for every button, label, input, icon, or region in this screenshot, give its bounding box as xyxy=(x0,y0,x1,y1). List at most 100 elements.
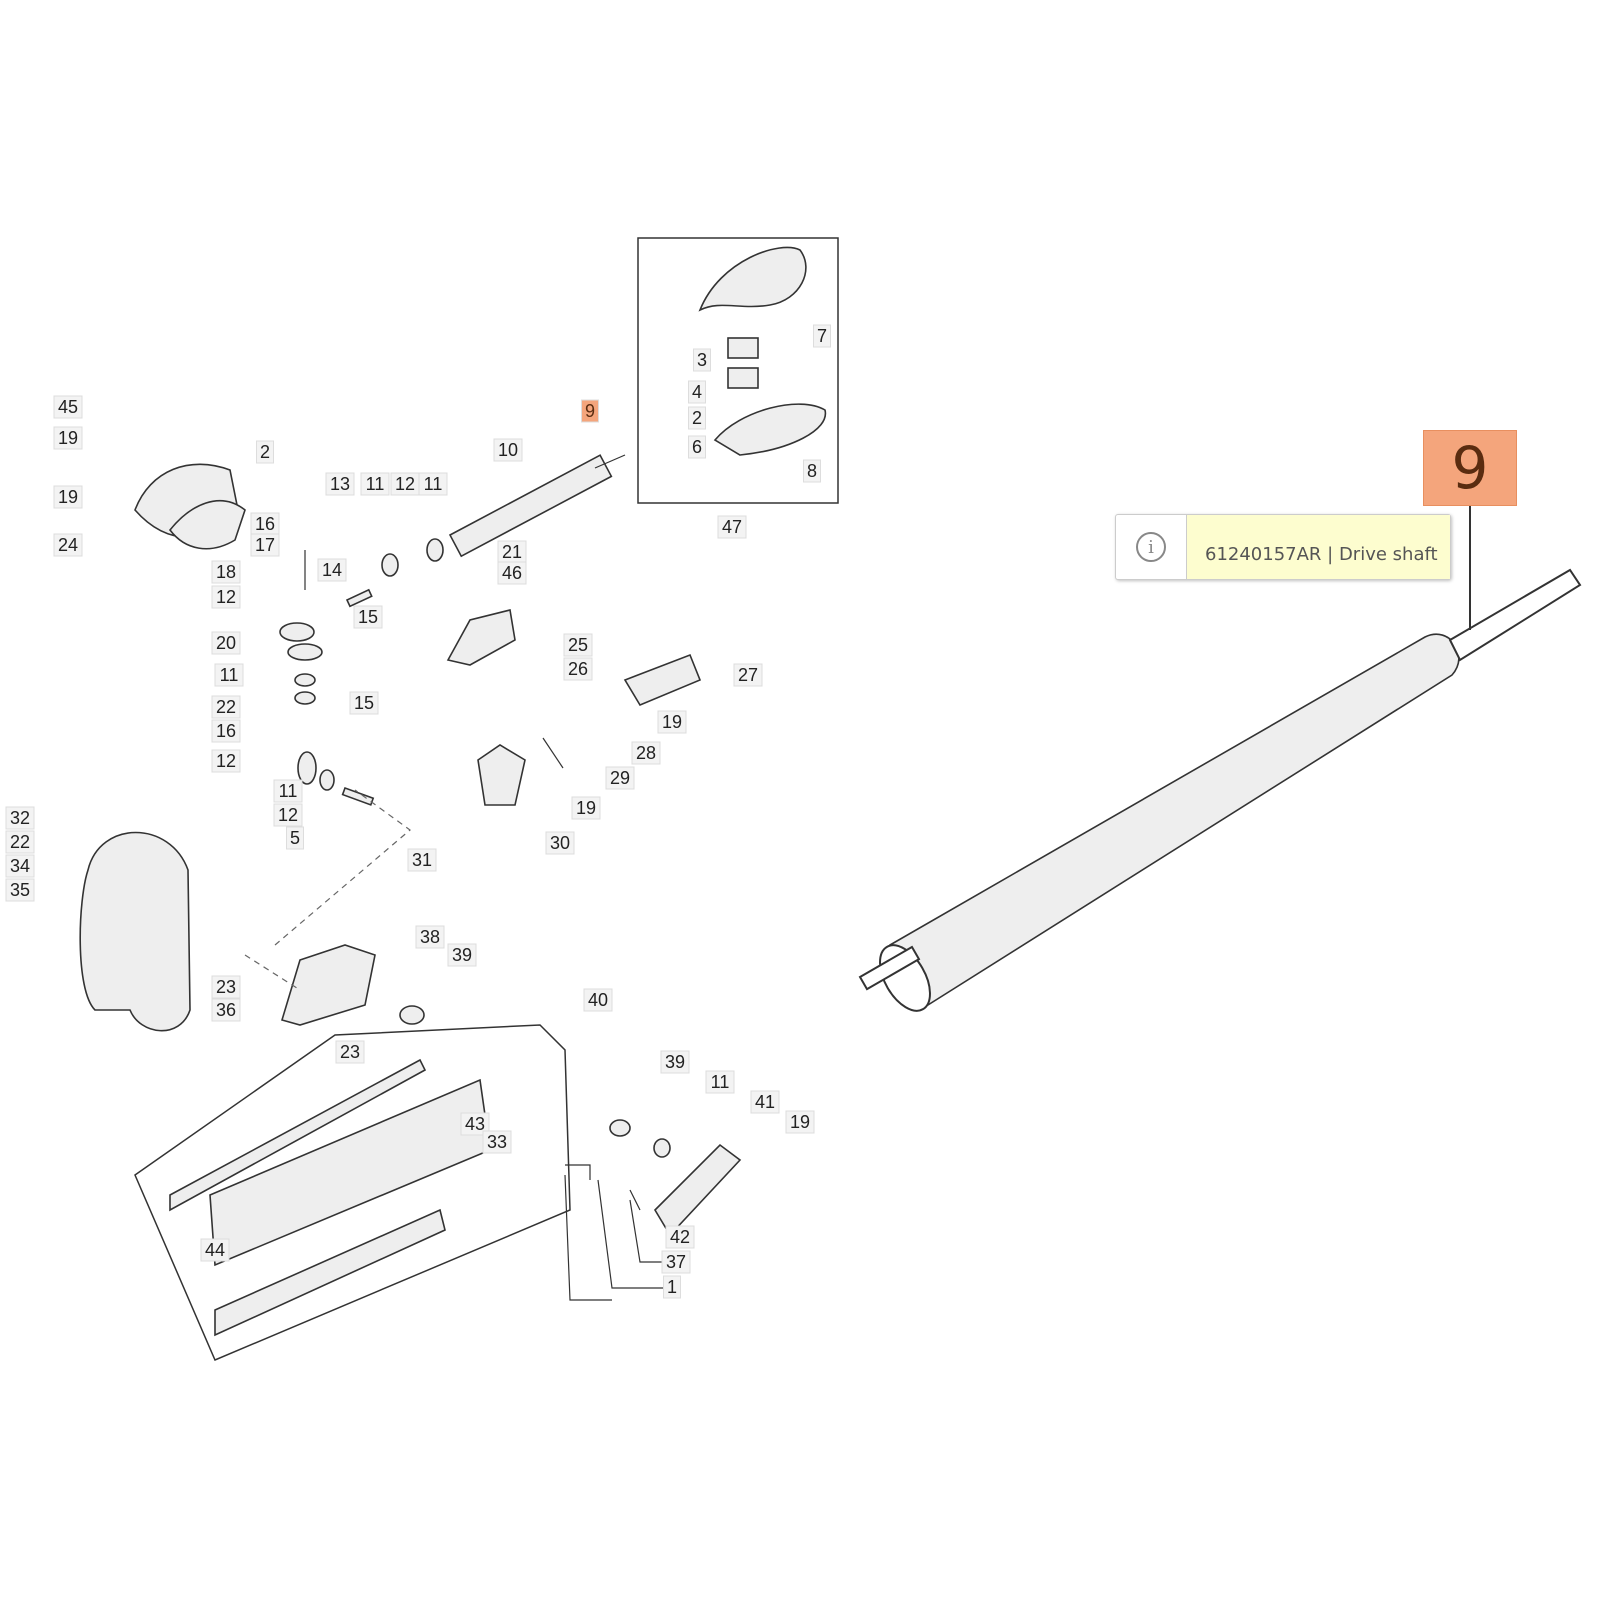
callout-11[interactable]: 11 xyxy=(418,472,448,496)
callout-number: 38 xyxy=(420,927,440,947)
callout-background xyxy=(317,558,347,582)
callout-16[interactable]: 16 xyxy=(211,719,241,743)
callout-number: 18 xyxy=(216,562,236,582)
callout-16[interactable]: 16 xyxy=(250,512,280,536)
callout-background xyxy=(53,395,83,419)
callout-11[interactable]: 11 xyxy=(273,779,303,803)
callout-13[interactable]: 13 xyxy=(325,472,355,496)
callout-39[interactable]: 39 xyxy=(447,943,477,967)
callout-number: 39 xyxy=(452,945,472,965)
callout-background xyxy=(335,1040,365,1064)
assembly-guide xyxy=(244,789,411,991)
tooltip-text: 61240157AR | Drive shaft xyxy=(1187,515,1450,579)
callout-39[interactable]: 39 xyxy=(660,1050,690,1074)
callout-number: 19 xyxy=(662,712,682,732)
callout-25[interactable]: 25 xyxy=(563,633,593,657)
callout-43[interactable]: 43 xyxy=(460,1112,490,1136)
callout-5[interactable]: 5 xyxy=(286,826,304,850)
callout-33[interactable]: 33 xyxy=(482,1130,512,1154)
callout-background xyxy=(211,560,241,584)
part-tooltip: i 61240157AR | Drive shaft xyxy=(1115,514,1451,580)
callout-46[interactable]: 46 xyxy=(497,561,527,585)
engine-bracket-part xyxy=(477,744,526,806)
callout-19[interactable]: 19 xyxy=(657,710,687,734)
callout-15[interactable]: 15 xyxy=(349,691,379,715)
callout-11[interactable]: 11 xyxy=(705,1070,735,1094)
callout-background xyxy=(482,1130,512,1154)
callout-12[interactable]: 12 xyxy=(211,749,241,773)
bearing-part xyxy=(294,691,316,705)
callout-11[interactable]: 11 xyxy=(214,663,244,687)
callout-number: 44 xyxy=(205,1240,225,1260)
callout-17[interactable]: 17 xyxy=(250,533,280,557)
callout-29[interactable]: 29 xyxy=(605,766,635,790)
callout-32[interactable]: 32 xyxy=(5,806,35,830)
callout-21[interactable]: 21 xyxy=(497,540,527,564)
callout-background xyxy=(447,943,477,967)
callout-45[interactable]: 45 xyxy=(53,395,83,419)
callout-number: 1 xyxy=(667,1277,677,1297)
switch-part xyxy=(727,367,759,389)
callout-15[interactable]: 15 xyxy=(353,605,383,629)
callout-37[interactable]: 37 xyxy=(661,1250,691,1274)
callout-background xyxy=(273,803,303,827)
callout-10[interactable]: 10 xyxy=(493,438,523,462)
gear-part xyxy=(297,751,317,785)
callout-background xyxy=(631,741,661,765)
callout-30[interactable]: 30 xyxy=(545,831,575,855)
callout-47[interactable]: 47 xyxy=(717,515,747,539)
callout-42[interactable]: 42 xyxy=(665,1225,695,1249)
selected-part-badge[interactable]: 9 xyxy=(1423,430,1517,506)
callout-4[interactable]: 4 xyxy=(688,380,706,404)
callout-22[interactable]: 22 xyxy=(211,695,241,719)
callout-number: 19 xyxy=(58,487,78,507)
callout-number: 19 xyxy=(576,798,596,818)
callout-1[interactable]: 1 xyxy=(663,1275,681,1299)
callout-number: 9 xyxy=(585,401,595,421)
callout-23[interactable]: 23 xyxy=(335,1040,365,1064)
callout-22[interactable]: 22 xyxy=(5,830,35,854)
callout-14[interactable]: 14 xyxy=(317,558,347,582)
callout-26[interactable]: 26 xyxy=(563,657,593,681)
callout-3[interactable]: 3 xyxy=(693,348,711,372)
spring-part xyxy=(542,737,564,769)
callout-18[interactable]: 18 xyxy=(211,560,241,584)
callout-background xyxy=(5,806,35,830)
callout-2[interactable]: 2 xyxy=(688,406,706,430)
callout-number: 12 xyxy=(395,474,415,494)
callout-19[interactable]: 19 xyxy=(53,485,83,509)
callout-28[interactable]: 28 xyxy=(631,741,661,765)
callout-34[interactable]: 34 xyxy=(5,854,35,878)
callout-38[interactable]: 38 xyxy=(415,925,445,949)
callout-23[interactable]: 23 xyxy=(211,975,241,999)
callout-background xyxy=(200,1238,230,1262)
callout-19[interactable]: 19 xyxy=(53,426,83,450)
callout-19[interactable]: 19 xyxy=(785,1110,815,1134)
callout-8[interactable]: 8 xyxy=(803,459,821,483)
callout-35[interactable]: 35 xyxy=(5,878,35,902)
callout-number: 15 xyxy=(358,607,378,627)
callout-6[interactable]: 6 xyxy=(688,435,706,459)
callout-40[interactable]: 40 xyxy=(583,988,613,1012)
callout-background xyxy=(211,749,241,773)
callout-24[interactable]: 24 xyxy=(53,533,83,557)
callout-19[interactable]: 19 xyxy=(571,796,601,820)
callout-11[interactable]: 11 xyxy=(360,472,390,496)
callout-31[interactable]: 31 xyxy=(407,848,437,872)
callout-20[interactable]: 20 xyxy=(211,631,241,655)
callout-7[interactable]: 7 xyxy=(813,324,831,348)
callout-12[interactable]: 12 xyxy=(211,585,241,609)
callout-41[interactable]: 41 xyxy=(750,1090,780,1114)
callout-27[interactable]: 27 xyxy=(733,663,763,687)
callout-2[interactable]: 2 xyxy=(256,440,274,464)
callout-background xyxy=(460,1112,490,1136)
callout-36[interactable]: 36 xyxy=(211,998,241,1022)
callout-44[interactable]: 44 xyxy=(200,1238,230,1262)
callout-number: 7 xyxy=(817,326,827,346)
callout-background xyxy=(750,1090,780,1114)
callout-background xyxy=(407,848,437,872)
callout-12[interactable]: 12 xyxy=(273,803,303,827)
callout-background xyxy=(563,657,593,681)
callout-9[interactable]: 9 xyxy=(581,399,599,423)
callout-12[interactable]: 12 xyxy=(390,472,420,496)
